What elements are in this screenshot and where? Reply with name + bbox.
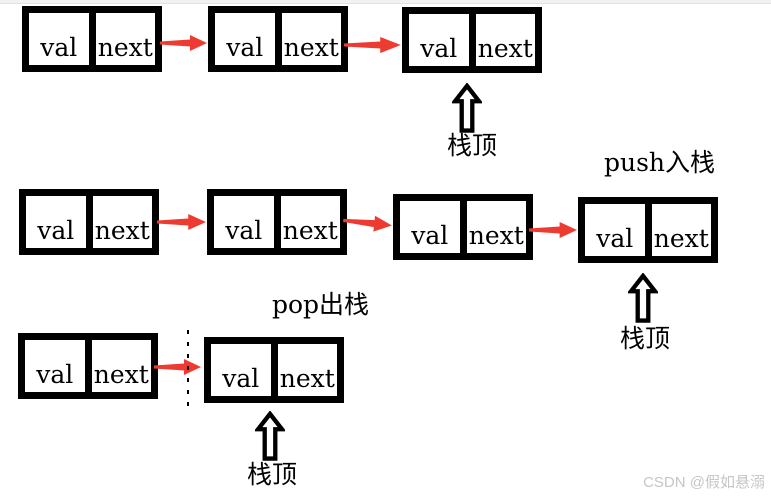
list-node: val next <box>393 194 533 260</box>
pop-operation-label: pop出栈 <box>272 290 370 319</box>
stack-top-label: 栈顶 <box>620 324 671 353</box>
up-arrow-icon <box>452 83 482 133</box>
node-next-cell: next <box>282 216 338 245</box>
up-arrow-icon <box>255 411 285 461</box>
stack-top-label: 栈顶 <box>247 460 298 489</box>
list-node: val next <box>19 189 159 255</box>
up-arrow-icon <box>628 273 658 323</box>
node-next-cell: next <box>653 224 709 253</box>
list-node: val next <box>22 6 162 72</box>
node-val-cell: val <box>25 340 92 392</box>
list-node: val next <box>578 197 718 263</box>
node-val-cell: val <box>400 201 467 253</box>
node-next-cell: next <box>477 34 533 63</box>
list-node: val next <box>204 337 344 403</box>
node-next-cell: next <box>97 33 153 62</box>
stack-top-label: 栈顶 <box>447 131 498 160</box>
node-val-cell: val <box>214 196 281 248</box>
node-next-cell: next <box>279 364 335 393</box>
node-next-cell: next <box>93 360 149 389</box>
red-arrow-icon <box>157 214 206 230</box>
node-next-cell: next <box>283 33 339 62</box>
list-node: val next <box>208 6 348 72</box>
red-arrow-icon <box>160 35 207 51</box>
node-next-cell: next <box>94 216 150 245</box>
node-val-cell: val <box>585 204 652 256</box>
top-border-strip <box>0 0 771 4</box>
node-val-cell: val <box>26 196 93 248</box>
list-node: val next <box>402 7 542 73</box>
list-node: val next <box>207 189 347 255</box>
red-arrow-icon <box>529 222 577 238</box>
node-val-cell: val <box>211 344 278 396</box>
detach-divider-dashed-line <box>187 330 189 410</box>
red-arrow-icon <box>342 215 392 232</box>
node-val-cell: val <box>409 14 476 66</box>
csdn-watermark: CSDN @假如悬溺 <box>643 474 765 491</box>
list-node: val next <box>18 333 158 399</box>
red-arrow-icon <box>154 359 201 375</box>
node-next-cell: next <box>468 221 524 250</box>
push-operation-label: push入栈 <box>604 148 716 177</box>
node-val-cell: val <box>215 13 282 65</box>
red-arrow-icon <box>344 37 401 53</box>
node-val-cell: val <box>29 13 96 65</box>
